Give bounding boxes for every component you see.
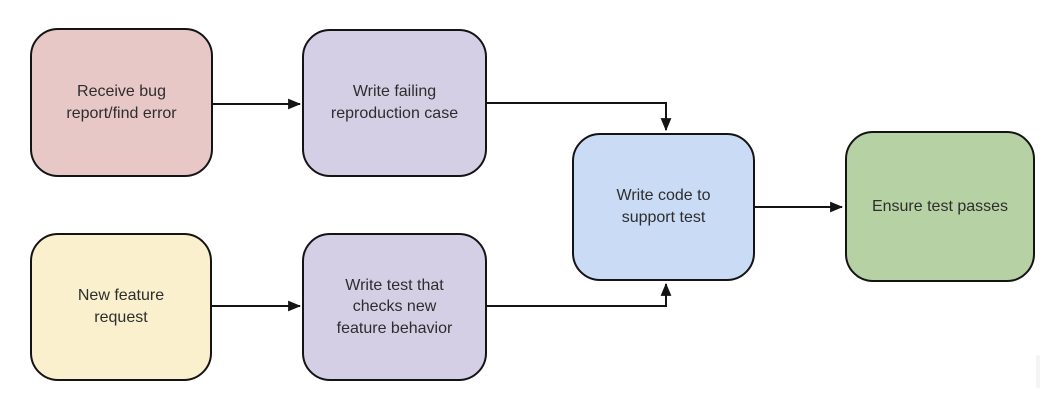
node-ensure-test-passes-label: Ensure test passes (871, 197, 1009, 215)
node-receive-bug-report[interactable]: Receive bug report/find error (30, 28, 213, 177)
node-new-feature-request[interactable]: New feature request (30, 233, 212, 381)
scrollbar-thumb-artifact[interactable] (1036, 355, 1040, 388)
node-write-code-to-support-test[interactable]: Write code to support test (572, 133, 755, 281)
node-write-code-to-support-test-label: Write code to support test (616, 187, 711, 226)
edge-test-to-code (487, 282, 672, 307)
node-write-failing-reproduction-case[interactable]: Write failing reproduction case (302, 29, 487, 177)
node-ensure-test-passes[interactable]: Ensure test passes (845, 131, 1035, 282)
node-write-test-checks-new-feature[interactable]: Write test that checks new feature behav… (302, 233, 487, 381)
node-new-feature-request-label: New feature request (77, 287, 165, 326)
edge-repro-to-code (487, 102, 672, 132)
node-write-test-checks-new-feature-label: Write test that checks new feature behav… (336, 276, 453, 337)
node-write-failing-reproduction-case-label: Write failing reproduction case (330, 83, 459, 122)
node-receive-bug-report-label: Receive bug report/find error (66, 82, 177, 122)
